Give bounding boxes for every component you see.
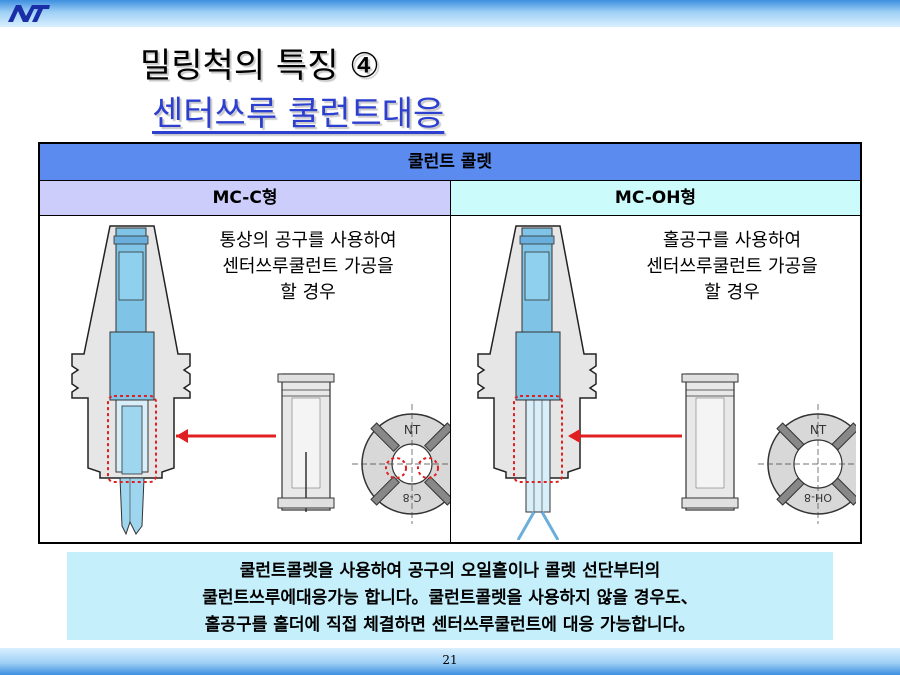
collet-marking: NT xyxy=(810,423,827,437)
holder-cross-section-mc-oh xyxy=(477,225,597,540)
collet-code: C-8 xyxy=(403,491,422,504)
collet-end-view-mc-oh: NT OH-8 xyxy=(758,404,856,524)
description-line: 할 경우 xyxy=(280,282,336,303)
column-header-mc-c: MC-C형 xyxy=(40,181,451,216)
holder-cross-section-mc-c xyxy=(71,225,191,536)
mc-oh-description: 홀공구를 사용하여 센터쓰루쿨런트 가공을 할 경우 xyxy=(610,228,854,306)
page-title: 밀링척의 특징 ④ xyxy=(140,46,380,86)
description-line: 통상의 공구를 사용하여 xyxy=(219,230,397,251)
summary-note: 쿨런트콜렛을 사용하여 공구의 오일홀이나 콜렛 선단부터의 쿨런트쓰루에대응가… xyxy=(67,552,833,640)
page-number: 21 xyxy=(442,653,458,667)
column-divider xyxy=(450,216,451,542)
note-line: 홀공구를 홀더에 직접 체결하면 센터쓰루쿨런트에 대응 가능합니다。 xyxy=(204,615,696,635)
table-header: 쿨런트 콜렛 xyxy=(40,144,860,181)
description-line: 할 경우 xyxy=(704,282,760,303)
top-banner xyxy=(0,0,900,27)
nt-logo-icon xyxy=(8,5,50,22)
mc-oh-drawing: NT OH-8 xyxy=(477,225,856,540)
column-header-mc-oh: MC-OH형 xyxy=(451,181,860,216)
collet-end-view-mc-c: NT C-8 xyxy=(352,404,450,524)
description-line: 센터쓰루쿨런트 가공을 xyxy=(222,256,394,277)
note-line: 쿨런트콜렛을 사용하여 공구의 오일홀이나 콜렛 선단부터의 xyxy=(239,561,661,581)
collet-code: OH-8 xyxy=(804,491,832,504)
mc-c-drawing: NT C-8 xyxy=(71,225,450,536)
collet-side-view-mc-c xyxy=(277,373,335,512)
coolant-collet-table: 쿨런트 콜렛 MC-C형 MC-OH형 통상의 공구를 사용하여 센터쓰루쿨런트… xyxy=(38,142,862,544)
description-line: 센터쓰루쿨런트 가공을 xyxy=(646,256,818,277)
description-line: 홀공구를 사용하여 xyxy=(662,230,802,251)
note-line: 쿨런트쓰루에대응가능 합니다。쿨런트콜렛을 사용하지 않을 경우도、 xyxy=(202,588,698,608)
mc-c-description: 통상의 공구를 사용하여 센터쓰루쿨런트 가공을 할 경우 xyxy=(186,228,430,306)
page-subtitle: 센터쓰루 쿨런트대응 xyxy=(152,94,445,134)
collet-side-view-mc-oh xyxy=(681,373,739,511)
bottom-banner xyxy=(0,648,900,675)
collet-marking: NT xyxy=(404,423,421,437)
